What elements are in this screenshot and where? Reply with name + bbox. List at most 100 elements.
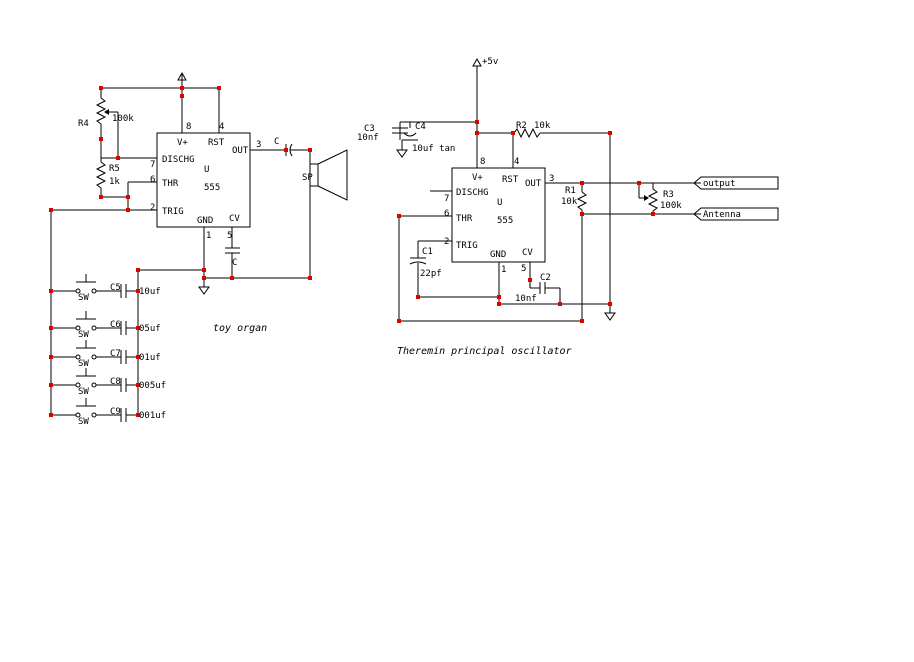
capacitor-ref: C9	[110, 407, 121, 417]
switch-label: SW	[78, 359, 89, 369]
r3-ref: R3	[663, 190, 674, 200]
right-ic-pin2: 2	[444, 237, 449, 247]
right-ic-pin5: 5	[521, 264, 526, 274]
left-ic-pin6: 6	[150, 175, 155, 185]
toy-organ-circuit: 8 4 V+ RST OUT 3 DISCHG 7 U THR 6 555 TR…	[49, 71, 348, 427]
c3-ref: C3	[364, 124, 375, 134]
c3-value: 10nf	[357, 133, 379, 143]
r5-value: 1k	[109, 177, 120, 187]
switch-label: SW	[78, 330, 89, 340]
switch-label: SW	[78, 387, 89, 397]
r4-value: 100k	[112, 114, 134, 124]
r3-value: 100k	[660, 201, 682, 211]
left-timing-wires	[50, 157, 157, 415]
left-ic-cv: CV	[229, 214, 240, 224]
speaker-label: SP	[302, 173, 313, 183]
right-ic-pin6: 6	[444, 209, 449, 219]
speaker-icon	[309, 149, 348, 201]
antenna-port: Antenna	[693, 207, 779, 221]
left-ic-pin5: 5	[227, 231, 232, 241]
left-ic-vplus: V+	[177, 138, 188, 148]
output-port-label: output	[703, 179, 736, 189]
capacitor-value: 001uf	[139, 411, 166, 421]
right-ic-thr: THR	[456, 214, 473, 224]
left-ic-pin3: 3	[256, 140, 261, 150]
capacitor-value: 005uf	[139, 381, 166, 391]
capacitor-ref: C7	[110, 349, 121, 359]
theremin-circuit: +5v C3 10nf C4 10uf tan R2 10k	[357, 57, 779, 357]
left-ic-pin4: 4	[219, 122, 224, 132]
r5-resistor: R5 1k	[95, 139, 120, 197]
capacitor-value: 10uf	[139, 287, 161, 297]
left-supply-wires	[101, 87, 220, 133]
right-ic-dischg: DISCHG	[456, 188, 489, 198]
toy-organ-caption: toy organ	[213, 323, 267, 334]
left-ic-u: U	[204, 165, 209, 175]
right-ic-part: 555	[497, 216, 513, 226]
left-ic-pin8: 8	[186, 122, 191, 132]
switch-row: SW C7 01uf	[49, 340, 161, 369]
right-output-stage: R1 10k R3 100k output Antenna	[545, 176, 779, 321]
c4-value: 10uf tan	[412, 144, 455, 154]
right-ic-pin3: 3	[549, 174, 554, 184]
left-555-ic: 8 4 V+ RST OUT 3 DISCHG 7 U THR 6 555 TR…	[150, 122, 261, 241]
c-cv-ref: C	[232, 258, 237, 268]
left-output-stage: C SP	[250, 137, 348, 278]
left-ic-gnd: GND	[197, 216, 213, 226]
left-ic-dischg: DISCHG	[162, 155, 195, 165]
switch-row: SW C8 005uf	[49, 368, 166, 397]
right-supply-symbol: +5v	[472, 57, 498, 168]
capacitor-value: 05uf	[139, 324, 161, 334]
r1-value: 10k	[561, 197, 578, 207]
antenna-port-label: Antenna	[703, 210, 741, 220]
left-ic-trig: TRIG	[162, 207, 184, 217]
supply-label: +5v	[482, 57, 498, 67]
right-ic-rst: RST	[502, 175, 519, 185]
right-ic-gnd: GND	[490, 250, 506, 260]
r2-value: 10k	[534, 121, 551, 131]
right-ic-pin4: 4	[514, 157, 519, 167]
r4-ref: R4	[78, 119, 89, 129]
c1-value: 22pf	[420, 269, 442, 279]
right-555-ic: 8 4 V+ RST OUT 3 DISCHG 7 U THR 6 555 TR…	[444, 157, 554, 275]
left-ic-pin1: 1	[206, 231, 211, 241]
c2-value: 10nf	[515, 294, 537, 304]
capacitor-ref: C8	[110, 377, 121, 387]
right-ic-vplus: V+	[472, 173, 483, 183]
left-ic-part: 555	[204, 183, 220, 193]
right-ic-u: U	[497, 198, 502, 208]
right-ic-pin8: 8	[480, 157, 485, 167]
switch-row: SW C9 001uf	[49, 398, 166, 427]
right-junction-nodes	[397, 120, 655, 323]
capacitor-value: 01uf	[139, 353, 161, 363]
left-ground-wires: C	[137, 227, 310, 415]
right-ic-trig: TRIG	[456, 241, 478, 251]
left-ic-pin2: 2	[150, 203, 155, 213]
r5-ref: R5	[109, 164, 120, 174]
c-output-ref: C	[274, 137, 279, 147]
left-ic-thr: THR	[162, 179, 179, 189]
c1-ref: C1	[422, 247, 433, 257]
c3-c4-decoupling: C3 10nf C4 10uf tan	[357, 121, 477, 158]
switch-row: SW C6 05uf	[49, 311, 161, 340]
switch-label: SW	[78, 293, 89, 303]
output-port: output	[693, 176, 779, 190]
left-supply-symbol	[177, 71, 187, 88]
c2-ref: C2	[540, 273, 551, 283]
left-ground-icon	[198, 286, 210, 295]
right-ic-cv: CV	[522, 248, 533, 258]
capacitor-ref: C6	[110, 320, 121, 330]
right-timing-wires: C1 22pf C2 10nf	[398, 190, 610, 322]
switch-label: SW	[78, 417, 89, 427]
r1-ref: R1	[565, 186, 576, 196]
left-ic-rst: RST	[208, 138, 225, 148]
r2-ref: R2	[516, 121, 527, 131]
r4-potentiometer: R4 100k	[78, 88, 134, 158]
theremin-caption: Theremin principal oscillator	[397, 346, 572, 357]
r2-resistor: R2 10k	[477, 121, 616, 321]
capacitor-ref: C5	[110, 283, 121, 293]
c4-ref: C4	[415, 122, 426, 132]
right-ic-out: OUT	[525, 179, 542, 189]
